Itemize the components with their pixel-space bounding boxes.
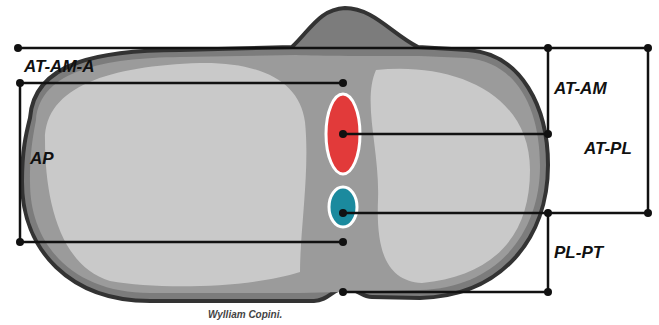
medial-condyle <box>45 63 306 286</box>
pcl-footprint <box>329 187 357 227</box>
watermark: Wylliam Copini. <box>208 309 282 320</box>
tibial-plateau-outline <box>22 8 548 301</box>
dimension-label: AP <box>30 150 54 169</box>
dimension-label: AT-AM <box>554 80 607 99</box>
dimension-lines <box>18 48 648 292</box>
dimension-label: PL-PT <box>554 244 603 263</box>
dimension-label: AT-AM-A <box>24 58 95 77</box>
intercondylar-region <box>30 55 540 293</box>
measurement-points <box>14 44 652 296</box>
lateral-condyle <box>371 69 530 283</box>
dimension-label: AT-PL <box>584 140 632 159</box>
